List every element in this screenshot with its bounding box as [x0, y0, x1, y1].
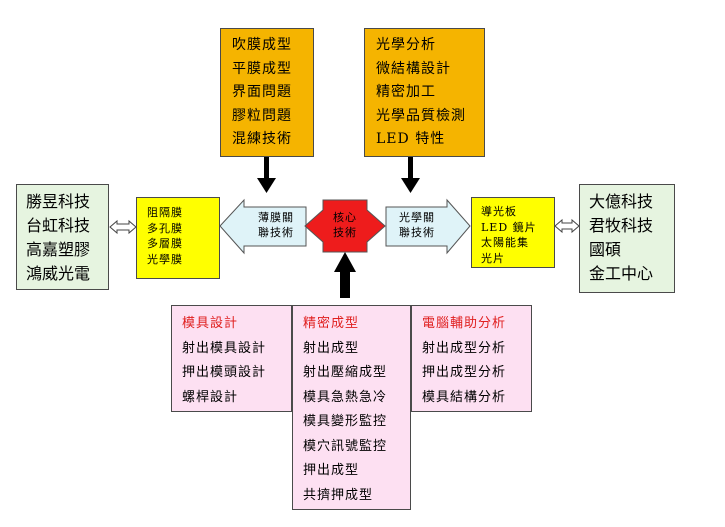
list-item: 平膜成型	[232, 60, 292, 77]
list-item: 精密加工	[376, 84, 436, 100]
double-arrow-right	[554, 218, 580, 234]
list-item: 光學膜	[147, 252, 183, 266]
optic-tech-label: 光學關 聯技術	[399, 211, 435, 239]
list-item: 鴻威光電	[26, 264, 91, 283]
film-process-box: 吹膜成型 平膜成型 界面問題 膠粒問題 混練技術	[220, 28, 314, 157]
list-item: 押出模頭設計	[182, 365, 267, 380]
partner-companies-right: 大億科技 君牧科技 國碩 金工中心	[579, 184, 675, 293]
list-item: 界面問題	[232, 84, 292, 100]
list-item: 光學品質檢測	[376, 107, 466, 124]
film-tech-label: 薄膜關 聯技術	[258, 211, 294, 239]
partner-companies-left: 勝昱科技 台虹科技 高嘉塑膠 鴻威光電	[16, 184, 109, 290]
list-item: 微結構設計	[376, 60, 451, 77]
list-item: 押出成型	[303, 463, 360, 478]
list-item: 君牧科技	[589, 216, 654, 235]
core-tech-label: 核心 技術	[333, 211, 357, 239]
down-arrow-right	[401, 157, 420, 193]
section-heading: 精密成型	[303, 316, 360, 331]
list-item: 吹膜成型	[232, 37, 292, 53]
list-item: 螺桿設計	[182, 389, 239, 405]
list-item: 大億科技	[589, 192, 654, 211]
list-item: 多孔膜	[147, 221, 183, 235]
list-item: 射出模具設計	[182, 340, 267, 356]
section-heading: 模具設計	[182, 316, 239, 331]
cae-analysis-box: 電腦輔助分析 射出成型分析 押出成型分析 模具結構分析	[411, 305, 532, 412]
film-types-box: 阻隔膜 多孔膜 多層膜 光學膜	[136, 197, 220, 279]
list-item: 阻隔膜	[147, 206, 183, 219]
list-item: 高嘉塑膠	[26, 240, 91, 259]
list-item: 模具結構分析	[422, 389, 507, 405]
list-item: 混練技術	[232, 131, 292, 147]
list-item: 共擠押成型	[303, 487, 374, 503]
list-item: 導光板	[481, 205, 517, 218]
list-item: 模穴訊號監控	[303, 438, 388, 454]
core-tech-arrow-shape	[304, 199, 386, 253]
section-heading: 電腦輔助分析	[422, 316, 507, 331]
optical-products-box: 導光板 LED 鏡片 太陽能集 光片	[471, 197, 555, 268]
optics-analysis-box: 光學分析 微結構設計 精密加工 光學品質檢測 LED 特性	[364, 28, 485, 157]
list-item: 勝昱科技	[26, 192, 91, 211]
list-item: 膠粒問題	[232, 107, 292, 124]
list-item: 光學分析	[376, 37, 436, 53]
precision-molding-box: 精密成型 射出成型 射出壓縮成型 模具急熱急冷 模具變形監控 模穴訊號監控 押出…	[292, 305, 411, 510]
down-arrow-left	[257, 157, 276, 193]
list-item: 射出壓縮成型	[303, 365, 388, 380]
mold-design-box: 模具設計 射出模具設計 押出模頭設計 螺桿設計	[171, 305, 292, 412]
list-item: 多層膜	[147, 237, 183, 250]
list-item: LED 特性	[376, 131, 446, 147]
list-item: 射出成型分析	[422, 340, 507, 356]
list-item: 光片	[481, 251, 505, 265]
list-item: 押出成型分析	[422, 365, 507, 380]
list-item: 太陽能集	[481, 236, 529, 249]
list-item: 金工中心	[589, 264, 654, 283]
list-item: 模具急熱急冷	[303, 389, 388, 405]
double-arrow-left	[109, 219, 137, 235]
list-item: 模具變形監控	[303, 414, 388, 429]
list-item: LED 鏡片	[481, 220, 537, 234]
list-item: 台虹科技	[26, 216, 91, 235]
up-arrow-bottom	[334, 252, 356, 298]
list-item: 射出成型	[303, 340, 360, 356]
list-item: 國碩	[589, 240, 622, 259]
optic-tech-arrow-shape	[385, 198, 471, 255]
